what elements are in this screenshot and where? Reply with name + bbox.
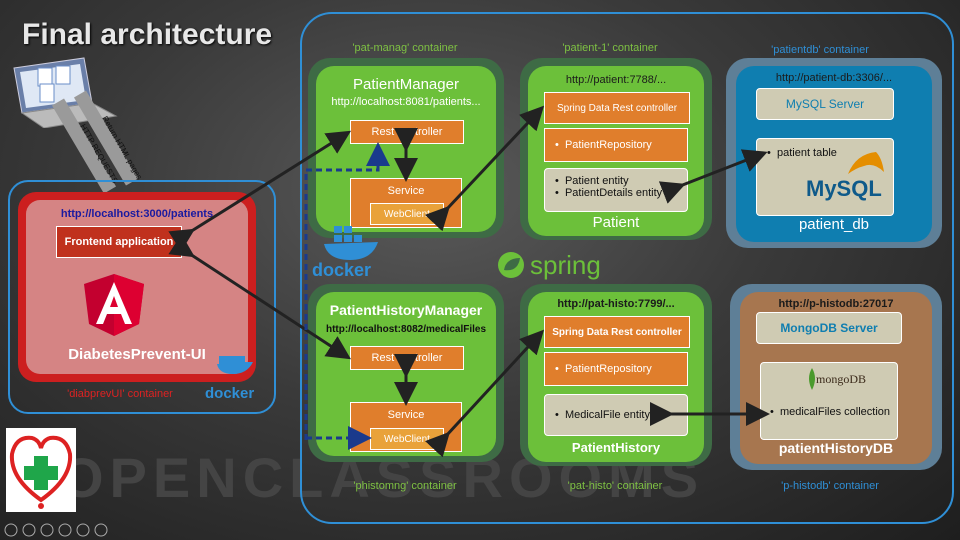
bullet: • (555, 363, 565, 375)
mysql-logo: MySQL (806, 176, 882, 201)
pat-histo-container-label: 'pat-histo' container (567, 480, 663, 492)
patient-table: • patient table (767, 147, 837, 159)
mongodb-leaf-icon (809, 368, 815, 390)
historydb-name: patientHistoryDB (778, 440, 894, 456)
spring-label: spring (530, 250, 601, 280)
patient-name: Patient (592, 214, 640, 231)
pen-tool-icon[interactable] (40, 523, 54, 537)
zoom-icon[interactable] (76, 523, 90, 537)
patient-manager-url: http://localhost:8081/patients... (331, 96, 481, 108)
more-options-icon[interactable] (94, 523, 108, 537)
medical-files-box (760, 362, 898, 440)
p-histodb-container-label: 'p-histodb' container (781, 480, 879, 492)
mysql-dolphin-icon (848, 152, 884, 174)
patient-history-repository-label: PatientRepository (564, 363, 652, 375)
ui-container-label: 'diabprevUI' container (67, 388, 173, 400)
phistomng-container-label: 'phistomng' container (353, 480, 457, 492)
patient-repository-label: PatientRepository (564, 139, 652, 151)
heart-cross-logo-icon (6, 428, 76, 512)
medical-files-collection: • medicalFiles collection (770, 406, 891, 418)
laptop-client-icon (13, 57, 118, 128)
slide-title: Final architecture (22, 18, 273, 51)
patientdb-name: patient_db (798, 216, 870, 233)
arrow-pm-patient (424, 105, 545, 232)
dashed-link-pm (304, 142, 390, 440)
history-manager-title: PatientHistoryManager (329, 302, 483, 318)
mysql-server: MySQL Server (756, 88, 894, 120)
patient-details-entity: • PatientDetails entity (555, 187, 663, 199)
patient-history-url: http://pat-histo:7799/... (557, 298, 675, 310)
next-slide-icon[interactable] (22, 523, 36, 537)
arrow-patient-db (658, 149, 768, 204)
angular-logo-icon (84, 274, 144, 336)
patient-history-repository: • PatientRepository (544, 352, 688, 386)
patient-history-spring-data-rest: Spring Data Rest controller (544, 316, 690, 348)
prev-slide-icon[interactable] (4, 523, 18, 537)
slideshow-controls[interactable] (4, 523, 114, 537)
patient-spring-data-rest: Spring Data Rest controller (544, 92, 690, 124)
slides-grid-icon[interactable] (58, 523, 72, 537)
mongodb-server: MongoDB Server (756, 312, 902, 344)
patient-manager-title: PatientManager (353, 76, 459, 93)
patient-entity: • Patient entity (555, 175, 629, 187)
bullet: • (555, 139, 565, 151)
patientdb-container-label: 'patientdb' container (771, 44, 869, 56)
patient-url: http://patient:7788/... (565, 74, 667, 86)
frontend-application: Frontend application (56, 226, 182, 258)
arrow-ui-phm (168, 234, 352, 360)
historydb-url: http://p-histodb:27017 (778, 298, 894, 310)
pat-manag-container-label: 'pat-manag' container (352, 42, 458, 54)
http-arrows: HTTP REQUESTS Return HTML pages (51, 90, 144, 194)
mongodb-logo: mongoDB (816, 372, 867, 386)
docker-whale-icon (217, 356, 253, 374)
patient-history-name: PatientHistory (571, 440, 661, 455)
ui-docker-label: docker (205, 385, 255, 402)
history-manager-url: http://localhost:8082/medicalFiles (325, 324, 487, 335)
arrow-ui-pm (168, 130, 352, 252)
spring-leaf-icon (498, 252, 524, 278)
patientdb-url: http://patient-db:3306/... (775, 72, 893, 84)
arrow-phm-history (424, 329, 545, 458)
patient-container-label: 'patient-1' container (562, 42, 658, 54)
